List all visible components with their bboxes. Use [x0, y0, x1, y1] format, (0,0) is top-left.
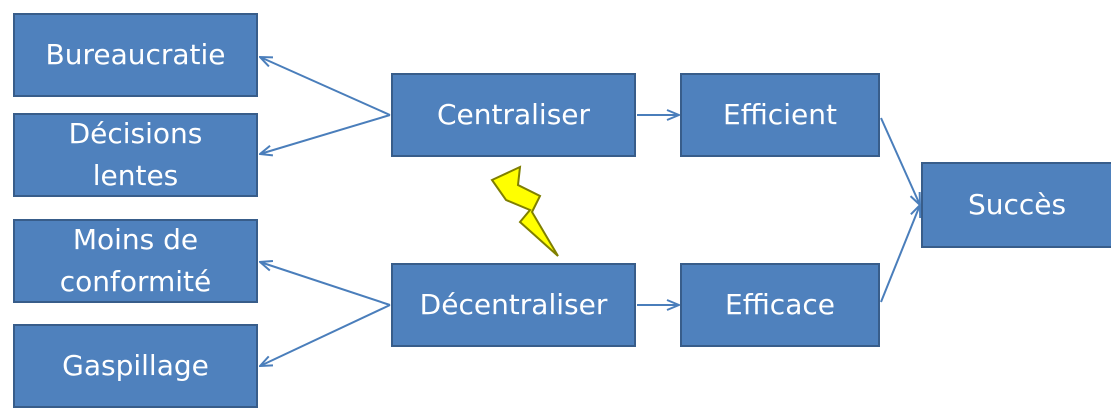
node-bureaucratie: Bureaucratie: [13, 13, 258, 97]
arrow-efficace-to-succes: [880, 205, 920, 303]
node-moins-de-conformite: Moins de conformité: [13, 219, 258, 303]
arrow-decentraliser-to-gaspillage: [260, 304, 391, 366]
node-efficient: Efficient: [680, 73, 880, 157]
arrow-efficient-to-succes: [880, 117, 920, 205]
node-gaspillage: Gaspillage: [13, 324, 258, 408]
node-centraliser: Centraliser: [391, 73, 636, 157]
node-decisions-lentes: Décisions lentes: [13, 113, 258, 197]
arrow-decentraliser-to-moins-de-conformite: [260, 262, 391, 306]
arrow-centraliser-to-decisions-lentes: [260, 114, 391, 154]
node-decentraliser: Décentraliser: [391, 263, 636, 347]
arrow-centraliser-to-bureaucratie: [260, 57, 391, 116]
lightning-bolt-icon: [490, 165, 559, 257]
node-efficace: Efficace: [680, 263, 880, 347]
node-succes: Succès: [921, 162, 1111, 248]
